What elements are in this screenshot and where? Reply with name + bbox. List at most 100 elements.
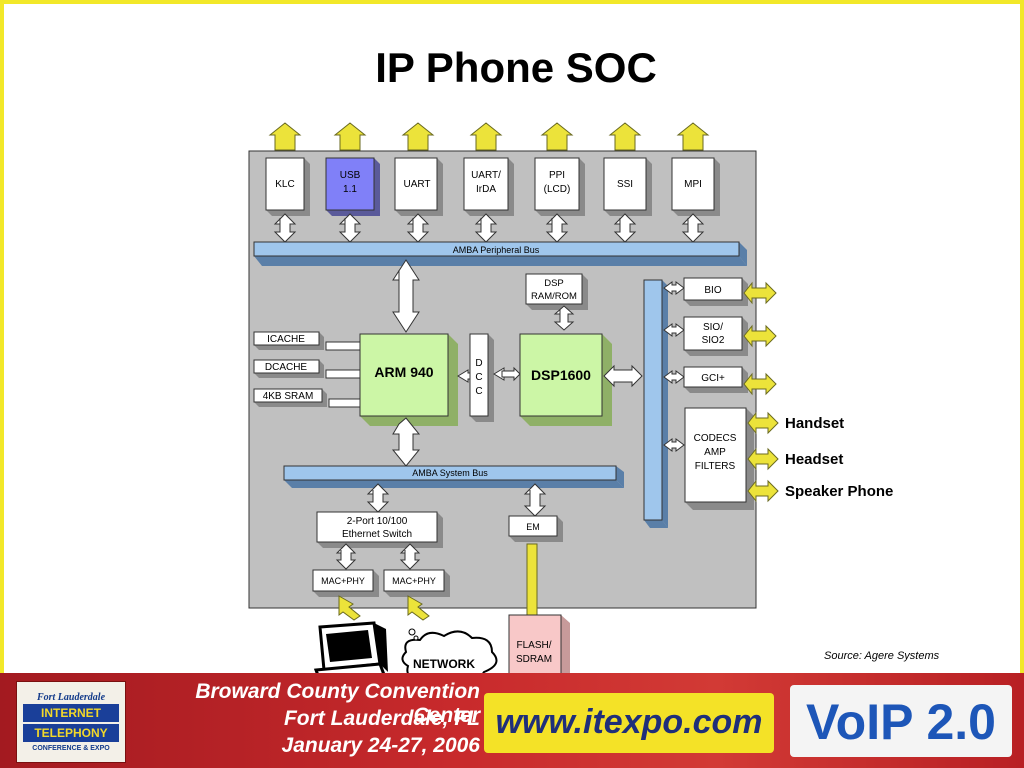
arm-940-block: ARM 940 (359, 333, 458, 426)
event-dates: January 24-27, 2006 (281, 734, 480, 757)
amba-system-bus: AMBA System Bus (283, 465, 624, 488)
irda-label: IrDA (476, 184, 496, 195)
sio2-label: SIO2 (702, 335, 725, 346)
handset-label: Handset (785, 415, 844, 432)
dsp-vbus-arrow (603, 364, 643, 388)
mac-phy-block-1: MAC+PHY (312, 569, 379, 597)
em-label: EM (526, 522, 540, 532)
source-note: Source: Agere Systems (824, 650, 940, 662)
mac1-network-arrow (338, 595, 361, 621)
slide-title: IP Phone SOC (375, 44, 657, 91)
voip-logo: VoIP 2.0 (790, 685, 1012, 757)
usb-label: USB (340, 170, 361, 181)
usb-version-label: 1.1 (343, 184, 357, 195)
logo-telephony: TELEPHONY (23, 724, 119, 742)
ethernet-switch-label: Ethernet Switch (342, 529, 412, 540)
sio-label: SIO/ (703, 322, 723, 333)
cache-blocks: ICACHE DCACHE 4KB SRAM (253, 331, 327, 407)
system-bus-label: AMBA System Bus (412, 468, 488, 478)
network-cloud-icon: NETWORK (401, 628, 498, 684)
mpi-label: MPI (684, 179, 702, 190)
mac2-network-arrow (407, 595, 430, 621)
uart-block: UART (394, 157, 443, 216)
uart-label: UART (403, 179, 430, 190)
amp-label: AMP (704, 447, 726, 458)
dsp1600-block: DSP1600 (519, 333, 612, 426)
vertical-bus (643, 279, 668, 528)
ssi-label: SSI (617, 179, 633, 190)
peripheral-bus-arrows (273, 213, 705, 243)
sdram-label: SDRAM (516, 654, 552, 665)
venue-city: Fort Lauderdale, FL (283, 707, 480, 730)
block-diagram: KLC USB 1.1 UART UART/ IrDA (248, 122, 893, 684)
icache-label: ICACHE (267, 334, 305, 345)
flash-label: FLASH/ (516, 640, 551, 651)
dcache-block: DCACHE (253, 359, 324, 378)
website-link[interactable]: www.itexpo.com (495, 703, 763, 741)
venue-name: Broward County Convention Center (195, 680, 480, 727)
uart-irda-block: UART/ IrDA (463, 157, 514, 216)
klc-block: KLC (265, 157, 310, 216)
ppi-block: PPI (LCD) (534, 157, 585, 216)
klc-label: KLC (275, 179, 294, 190)
dcc-letter-1: D (475, 358, 482, 369)
conference-logo: Fort Lauderdale INTERNET TELEPHONY CONFE… (16, 681, 126, 763)
logo-subtitle: CONFERENCE & EXPO (32, 745, 110, 752)
dsp-ram-rom-block: DSP RAM/ROM (525, 273, 588, 310)
flash-sdram-block: FLASH/ SDRAM (508, 614, 570, 684)
mpi-block: MPI (671, 157, 720, 216)
dcc-letter-3: C (475, 386, 482, 397)
arm-label: ARM 940 (374, 364, 433, 380)
filters-label: FILTERS (695, 461, 736, 472)
cache-arm-arrows (325, 337, 365, 412)
mac-phy-label-2: MAC+PHY (392, 576, 436, 586)
sram-block: 4KB SRAM (253, 388, 327, 407)
conference-banner: Fort Lauderdale INTERNET TELEPHONY CONFE… (0, 673, 1024, 768)
switch-label: 2-Port 10/100 (347, 516, 408, 527)
uart-irda-label: UART/ (471, 170, 501, 181)
ssi-block: SSI (603, 157, 652, 216)
dsp-label: DSP1600 (531, 367, 591, 383)
ppi-lcd-label: (LCD) (544, 184, 571, 195)
dsp-ram-rom-label: RAM/ROM (531, 291, 577, 302)
gci-label: GCI+ (701, 373, 725, 384)
codecs-label: CODECS (694, 433, 737, 444)
sram-label: 4KB SRAM (263, 391, 314, 402)
peripheral-blocks: KLC USB 1.1 UART UART/ IrDA (265, 157, 720, 216)
website-badge: www.itexpo.com (484, 693, 774, 753)
dsp-ram-arrow (553, 305, 575, 331)
mac-phy-block-2: MAC+PHY (383, 569, 450, 597)
bus-switch-arrow (366, 483, 390, 513)
codecs-block: CODECS AMP FILTERS (684, 407, 754, 510)
network-label: NETWORK (413, 657, 475, 671)
vbus-block-arrows (663, 281, 685, 452)
io-blocks: BIO SIO/ SIO2 GCI+ CODECS AMP FILTERS (683, 277, 754, 510)
headset-label: Headset (785, 451, 843, 468)
logo-internet: INTERNET (23, 704, 119, 722)
usb-block: USB 1.1 (325, 157, 380, 216)
peripheral-io-arrows (268, 122, 710, 151)
arm-peripheral-bus-arrow (392, 259, 420, 333)
em-block: EM (508, 515, 563, 542)
bio-block: BIO (683, 277, 748, 306)
speaker-phone-label: Speaker Phone (785, 483, 893, 500)
mac-phy-label-1: MAC+PHY (321, 576, 365, 586)
switch-mac1-arrow (335, 543, 357, 570)
dcc-dsp-arrowhead (501, 366, 521, 382)
em-flash-link (526, 543, 538, 623)
ppi-label: PPI (549, 170, 565, 181)
bus-em-arrow (523, 483, 547, 517)
ethernet-switch-block: 2-Port 10/100 Ethernet Switch (316, 511, 443, 548)
arm-system-bus-arrow (391, 417, 421, 467)
amba-peripheral-bus: AMBA Peripheral Bus (253, 241, 747, 266)
icache-block: ICACHE (253, 331, 324, 350)
dcache-label: DCACHE (265, 362, 308, 373)
io-external-arrows (743, 281, 779, 503)
dsp-ram-label: DSP (544, 278, 564, 289)
logo-city: Fort Lauderdale (36, 692, 106, 703)
peripheral-bus-label: AMBA Peripheral Bus (453, 245, 540, 255)
dcc-block: D C C (469, 333, 494, 422)
gci-block: GCI+ (683, 366, 748, 393)
voip-text: VoIP 2.0 (806, 694, 996, 750)
